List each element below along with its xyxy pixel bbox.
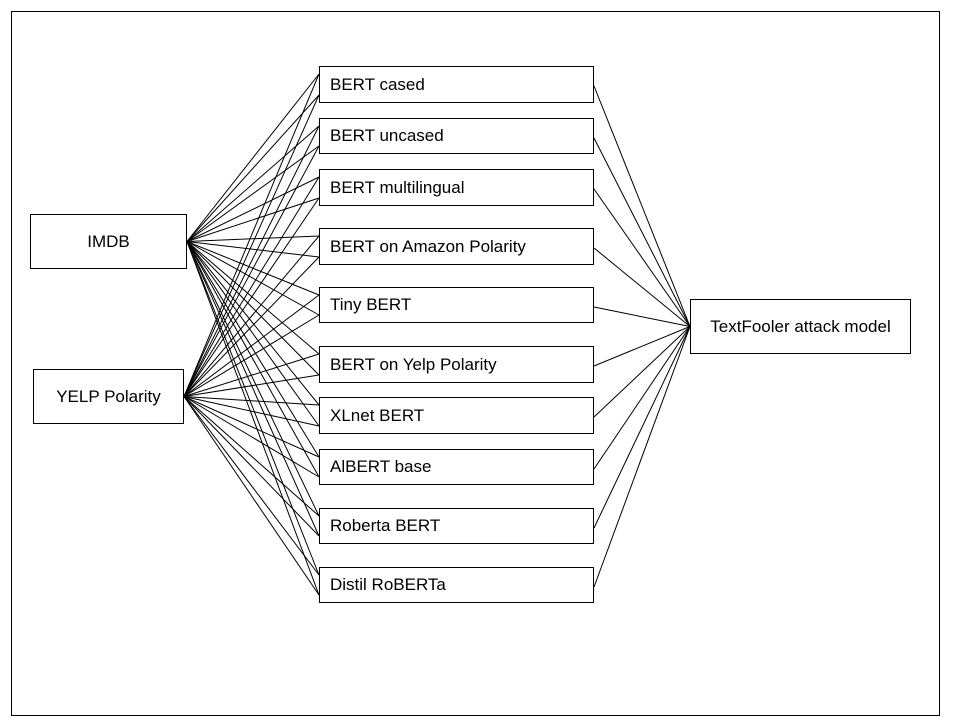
model-node-bert-amazon: BERT on Amazon Polarity [319, 228, 594, 265]
edge-model-5-to-attack [593, 326, 691, 367]
edge-imdb-to-model-8-top [186, 241, 320, 517]
model-node-albert-base: AlBERT base [319, 449, 594, 485]
edge-yelp-to-model-6-bottom [183, 396, 320, 427]
edge-yelp-to-model-8-bottom [183, 396, 320, 537]
model-node-tiny-bert: Tiny BERT [319, 287, 594, 323]
edge-yelp-to-model-2-bottom [183, 197, 320, 397]
edge-imdb-to-model-4-bottom [186, 241, 320, 316]
edge-model-8-to-attack [593, 326, 691, 529]
edge-model-1-to-attack [593, 137, 691, 327]
diagram-frame [11, 11, 940, 716]
attack-node-textfooler: TextFooler attack model [690, 299, 911, 354]
model-node-bert-uncased: BERT uncased [319, 118, 594, 154]
edge-yelp-to-model-5-bottom [183, 374, 320, 397]
edge-yelp-to-model-8-top [183, 396, 320, 517]
edge-yelp-to-model-1-bottom [183, 145, 320, 397]
edge-imdb-to-model-9-top [186, 241, 320, 576]
edge-imdb-to-model-7-top [186, 241, 320, 458]
edge-yelp-to-model-5-top [183, 353, 320, 397]
edge-imdb-to-model-8-bottom [186, 241, 320, 537]
edge-yelp-to-model-4-top [183, 294, 320, 397]
edge-imdb-to-model-6-top [186, 241, 320, 406]
edge-yelp-to-model-0-bottom [183, 94, 320, 397]
edge-yelp-to-model-7-bottom [183, 396, 320, 478]
edge-yelp-to-model-2-top [183, 176, 320, 397]
edge-yelp-to-model-0-top [183, 73, 320, 397]
edge-model-2-to-attack [593, 188, 691, 327]
edge-imdb-to-model-0-bottom [186, 94, 320, 242]
edge-model-7-to-attack [593, 326, 691, 470]
model-node-roberta-bert: Roberta BERT [319, 508, 594, 544]
edge-yelp-to-model-3-bottom [183, 256, 320, 397]
edge-model-3-to-attack [593, 247, 691, 327]
edge-imdb-to-model-7-bottom [186, 241, 320, 478]
edge-imdb-to-model-6-bottom [186, 241, 320, 427]
edge-imdb-to-model-0-top [186, 73, 320, 242]
edge-imdb-to-model-2-bottom [186, 197, 320, 242]
edge-yelp-to-model-4-bottom [183, 314, 320, 397]
edge-imdb-to-model-3-bottom [186, 241, 320, 258]
edge-yelp-to-model-9-bottom [183, 396, 320, 596]
model-node-xlnet-bert: XLnet BERT [319, 397, 594, 434]
dataset-node-imdb: IMDB [30, 214, 187, 269]
edge-model-9-to-attack [593, 326, 691, 588]
model-node-distil-roberta: Distil RoBERTa [319, 567, 594, 603]
model-node-bert-multilingual: BERT multilingual [319, 169, 594, 206]
edge-yelp-to-model-3-top [183, 235, 320, 397]
edge-yelp-to-model-6-top [183, 396, 320, 406]
edge-imdb-to-model-5-bottom [186, 241, 320, 376]
edge-yelp-to-model-1-top [183, 125, 320, 397]
edge-imdb-to-model-9-bottom [186, 241, 320, 596]
edge-yelp-to-model-9-top [183, 396, 320, 576]
model-node-bert-yelp: BERT on Yelp Polarity [319, 346, 594, 383]
edge-model-6-to-attack [593, 326, 691, 418]
edge-imdb-to-model-1-bottom [186, 145, 320, 242]
dataset-node-yelp: YELP Polarity [33, 369, 184, 424]
model-node-bert-cased: BERT cased [319, 66, 594, 103]
edge-imdb-to-model-3-top [186, 235, 320, 242]
edge-yelp-to-model-7-top [183, 396, 320, 458]
edge-model-0-to-attack [593, 85, 691, 327]
edge-imdb-to-model-5-top [186, 241, 320, 355]
edge-model-4-to-attack [593, 306, 691, 327]
